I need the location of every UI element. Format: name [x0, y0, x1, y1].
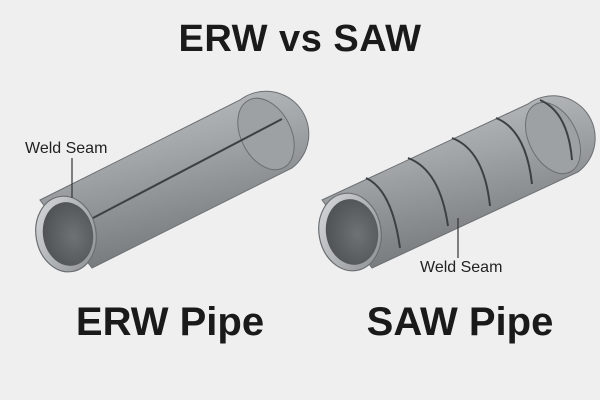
saw-pipe-opening: [325, 199, 379, 265]
saw-pipe: [318, 95, 596, 272]
erw-pipe-opening: [42, 202, 94, 266]
saw-spiral-seam: [451, 137, 491, 207]
saw-spiral-seam: [365, 177, 401, 249]
saw-spiral-seam: [539, 99, 573, 161]
saw-spiral-seam: [495, 117, 533, 185]
saw-pipe-body: [321, 95, 596, 269]
diagram-title: ERW vs SAW: [178, 18, 422, 60]
erw-pipe: [35, 90, 310, 273]
saw-pipe-label: SAW Pipe: [366, 300, 554, 344]
erw-pipe-far-end: [237, 97, 295, 171]
saw-weld-seam-label: Weld Seam: [420, 259, 503, 276]
erw-weld-seam-label: Weld Seam: [25, 140, 108, 157]
erw-pipe-label: ERW Pipe: [75, 300, 265, 344]
saw-spiral-seam: [407, 157, 449, 227]
erw-weld-seam: [92, 118, 283, 219]
saw-pipe-far-end: [525, 101, 581, 175]
